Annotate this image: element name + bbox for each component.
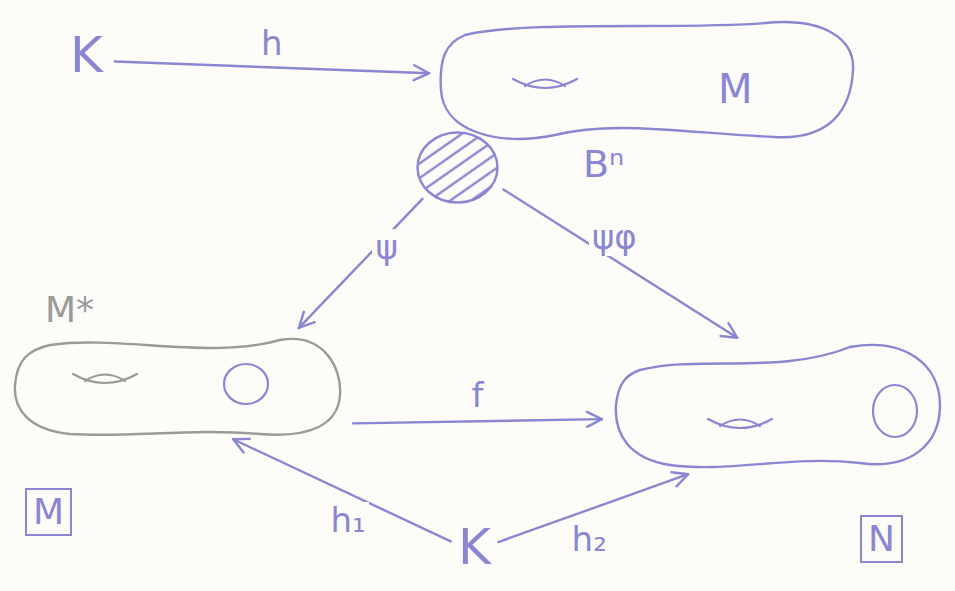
manifold-outline: N — [610, 335, 945, 475]
blob-shape — [610, 335, 945, 475]
blob-shape — [10, 330, 345, 440]
space-name: Bⁿ — [583, 144, 624, 186]
map-label: ψφ — [589, 219, 640, 256]
ball-shape — [415, 130, 500, 205]
manifold-outline: Bⁿ — [415, 130, 500, 205]
boxed-name: M — [25, 488, 72, 536]
map-arrow — [299, 199, 423, 328]
space-name: M* — [45, 290, 94, 330]
map-arrow — [353, 419, 602, 423]
space-name: M — [718, 67, 753, 111]
map-label: ψ — [372, 229, 400, 266]
manifold-outline: M*M — [10, 330, 345, 440]
manifold-outline: M — [435, 15, 860, 145]
complex-label: K — [458, 520, 491, 575]
map-arrow — [503, 189, 737, 337]
space-name: K — [70, 28, 103, 83]
map-label: h₁ — [327, 502, 368, 539]
map-label: h₂ — [569, 521, 610, 558]
complex-label: K — [70, 28, 103, 83]
map-arrow — [115, 61, 429, 73]
boxed-name: N — [860, 515, 903, 563]
map-arrow — [233, 439, 451, 541]
blob-shape — [435, 15, 860, 145]
space-name: K — [458, 520, 491, 575]
map-label: f — [469, 377, 487, 414]
map-label: h — [258, 25, 286, 62]
